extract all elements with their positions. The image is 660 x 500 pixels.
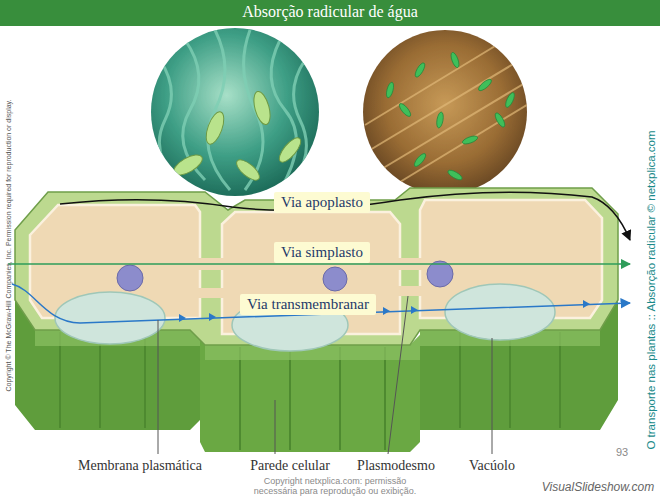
- route-label-box: Via simplasto: [274, 242, 370, 263]
- part-label: Vacúolo: [469, 458, 515, 474]
- image-copyright: Copyright © The McGraw-Hill Companies, I…: [5, 99, 12, 391]
- apoplast-route: [60, 192, 630, 240]
- part-label: Membrana plasmática: [78, 458, 202, 474]
- vacuoles: [55, 284, 555, 351]
- slide-title: Absorção radicular de água: [0, 3, 660, 21]
- side-caption: O transporte nas plantas :: Absorção rad…: [645, 130, 657, 449]
- micrograph-right: [363, 30, 535, 194]
- symplast-route: [8, 263, 630, 265]
- part-label: Plasmodesmo: [357, 458, 435, 474]
- nuclei: [117, 261, 453, 291]
- route-label-box: Via apoplasto: [274, 192, 370, 213]
- footer-copyright: Copyright netxplica.com: permissão neces…: [246, 477, 424, 496]
- transmembrane-route: [12, 284, 630, 323]
- route-label-box: Via transmembranar: [240, 294, 376, 315]
- route-name: Via apoplasto: [281, 194, 363, 211]
- route-name: Via simplasto: [281, 244, 363, 261]
- route-name: Via transmembranar: [247, 296, 369, 313]
- watermark: VisualSlideshow.com: [542, 480, 655, 494]
- page-number: 93: [616, 446, 628, 458]
- part-label: Parede celular: [250, 458, 330, 474]
- leader-lines: [158, 296, 492, 454]
- micrograph-left: [151, 28, 319, 196]
